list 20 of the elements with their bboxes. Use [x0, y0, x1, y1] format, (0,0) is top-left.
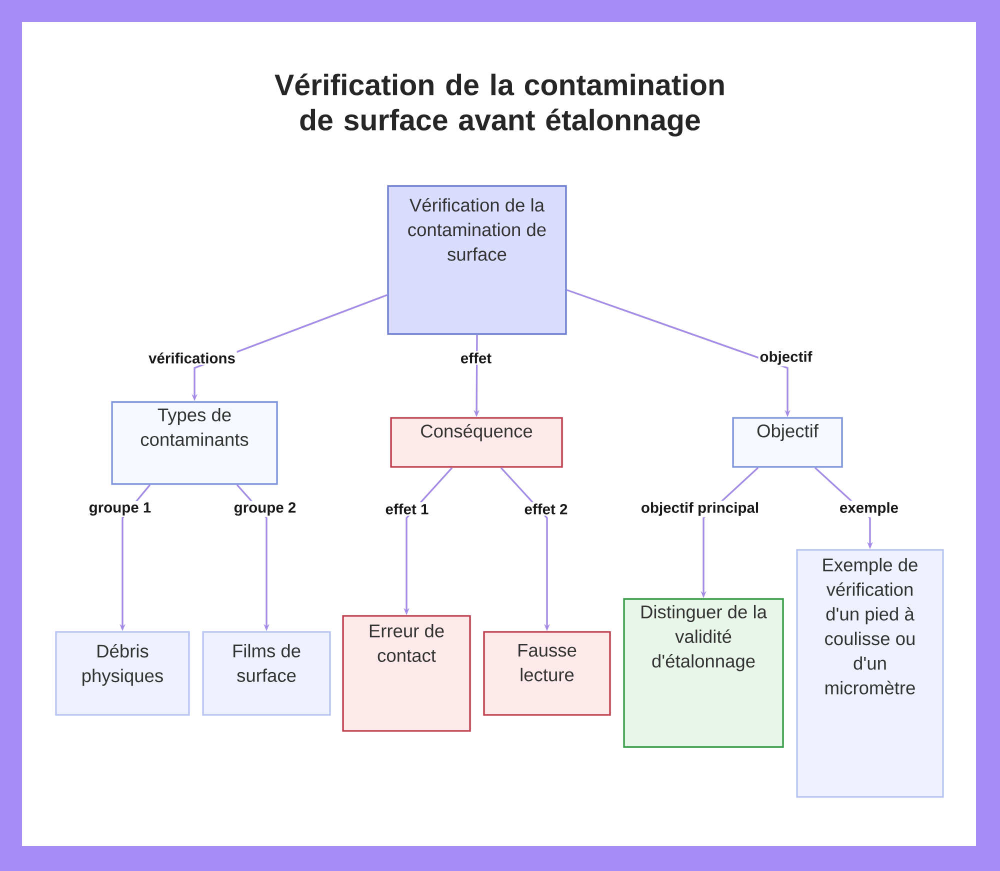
edge-label: vérifications: [147, 351, 237, 365]
edge-label: effet 1: [384, 502, 430, 516]
title: Vérification de la contamination de surface avant étalonnage: [274, 73, 724, 137]
edge-label: objectif principal: [640, 500, 760, 518]
concept-box: Conséquence: [390, 417, 563, 468]
edge-label: groupe 2: [232, 500, 298, 518]
concept-box: Distinguer de la validité d'étalonnage: [623, 598, 784, 748]
edge-label: effet 2: [522, 502, 570, 516]
concept-box: Débris physiques: [55, 631, 190, 716]
concept-box: Vérification de la contamination de surface: [387, 185, 567, 335]
concept-box: Objectif: [732, 417, 843, 468]
concept-box: Films de surface: [202, 631, 331, 716]
edge-label: groupe 1: [87, 500, 153, 518]
edge-label: objectif: [758, 350, 814, 366]
concept-box: Types de contaminants: [111, 401, 278, 485]
concept-box: Exemple de vérification d'un pied à coulisse ou d'un micromètre: [796, 549, 944, 798]
edge-label: effet: [459, 351, 493, 365]
edge-label: exemple: [838, 500, 900, 518]
concept-box: Fausse lecture: [483, 631, 611, 716]
concept-box: Erreur de contact: [342, 615, 471, 732]
